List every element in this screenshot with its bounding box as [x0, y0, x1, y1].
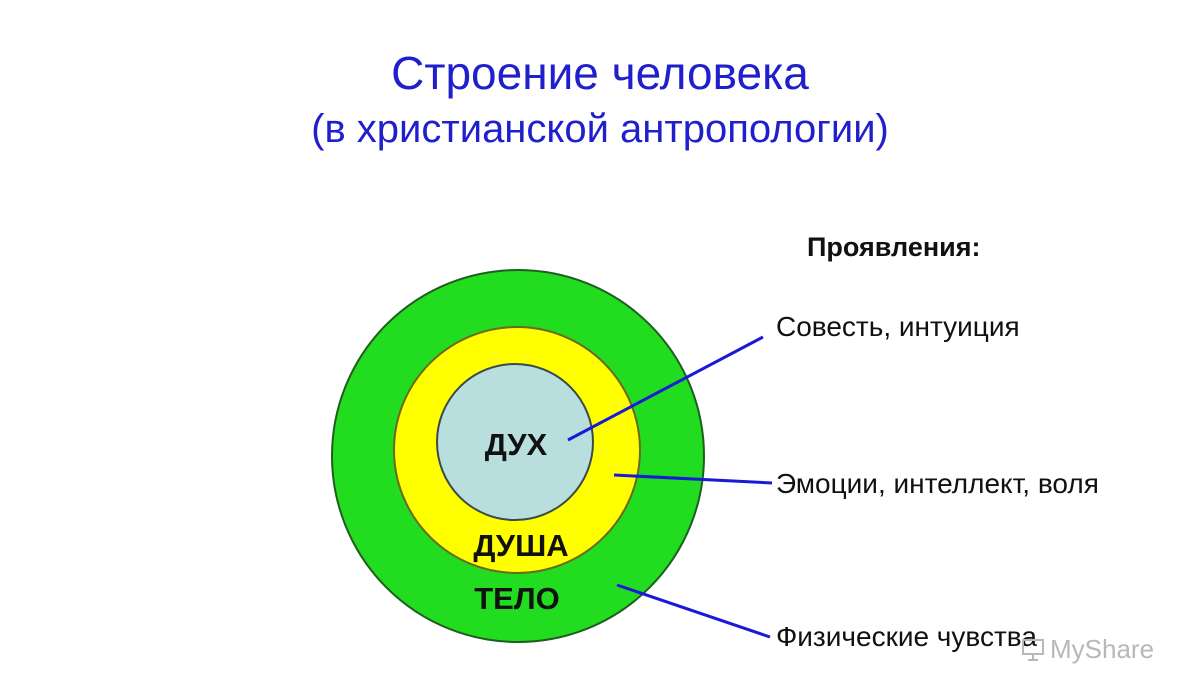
body-label: ТЕЛО	[474, 581, 559, 616]
presentation-icon	[1022, 638, 1044, 661]
watermark-text: MyShare	[1050, 634, 1155, 664]
soul-manifestation: Эмоции, интеллект, воля	[776, 468, 1099, 499]
soul-label: ДУША	[473, 528, 568, 563]
body-manifestation: Физические чувства	[776, 621, 1037, 652]
spirit-circle	[436, 363, 594, 521]
watermark: MyShare	[1020, 634, 1154, 665]
spirit-label: ДУХ	[485, 427, 548, 462]
body-connector	[616, 583, 771, 639]
soul-connector	[613, 473, 773, 485]
manifestations-heading: Проявления:	[807, 232, 981, 262]
spirit-connector	[567, 335, 764, 442]
page-subtitle: (в христианской антропологии)	[311, 107, 889, 151]
spirit-manifestation: Совесть, интуиция	[776, 311, 1020, 342]
page-title: Строение человека	[391, 47, 809, 99]
